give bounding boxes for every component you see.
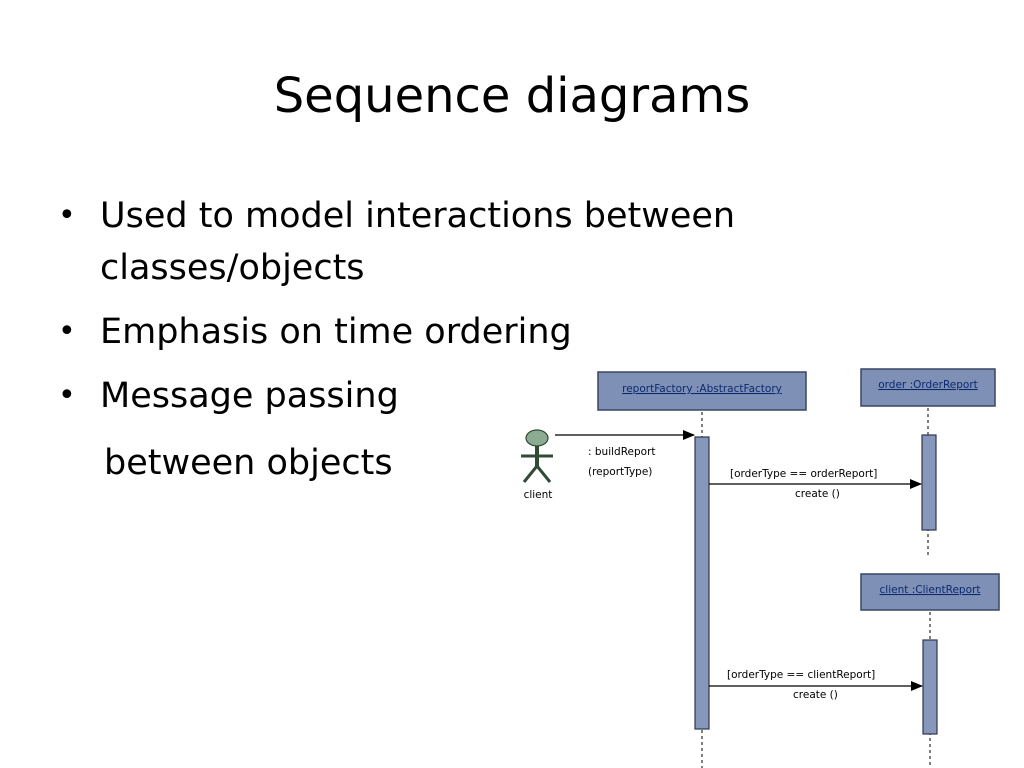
sequence-diagram-svg: reportFactory :AbstractFactory order :Or…	[521, 368, 1000, 768]
actor-client-icon	[521, 429, 553, 483]
message-buildreport-arg: (reportType)	[588, 466, 652, 478]
sequence-diagram: reportFactory :AbstractFactory order :Or…	[505, 356, 1024, 768]
activation-client	[922, 639, 938, 735]
object-order-box	[860, 368, 996, 407]
activation-order	[921, 434, 937, 531]
bullet-item: • Message passing	[58, 370, 820, 422]
actor-client-label: client	[524, 489, 553, 501]
bullet-continuation: between objects	[104, 443, 393, 483]
slide-title: Sequence diagrams	[273, 68, 751, 124]
bullet-text: Used to model interactions between class…	[100, 196, 736, 288]
bullet-text: Emphasis on time ordering	[100, 312, 572, 352]
message-client-guard: [orderType == clientReport]	[727, 669, 875, 681]
message-order-guard: [orderType == orderReport]	[730, 468, 877, 480]
bullet-dot: •	[58, 314, 76, 349]
object-client-label: client :ClientReport	[880, 584, 981, 596]
object-client-box	[860, 573, 1000, 611]
message-order-create: create ()	[795, 488, 840, 500]
bullet-item: • Emphasis on time ordering	[58, 306, 820, 358]
bullet-item: • Used to model interactions between cla…	[58, 190, 820, 294]
bullet-dot: •	[58, 198, 76, 233]
object-reportfactory-label: reportFactory :AbstractFactory	[622, 383, 782, 395]
object-reportfactory-box	[597, 371, 807, 411]
bullet-list: • Used to model interactions between cla…	[58, 190, 820, 422]
object-order: order :OrderReport	[860, 368, 996, 407]
bullet-text: Message passing	[100, 376, 399, 416]
message-buildreport-label: : buildReport	[588, 446, 656, 458]
message-client-create: create ()	[793, 689, 838, 701]
object-client: client :ClientReport	[860, 573, 1000, 611]
object-reportfactory: reportFactory :AbstractFactory	[597, 371, 807, 411]
object-order-label: order :OrderReport	[878, 379, 978, 391]
activation-reportfactory	[694, 436, 710, 730]
bullet-dot: •	[58, 378, 76, 413]
